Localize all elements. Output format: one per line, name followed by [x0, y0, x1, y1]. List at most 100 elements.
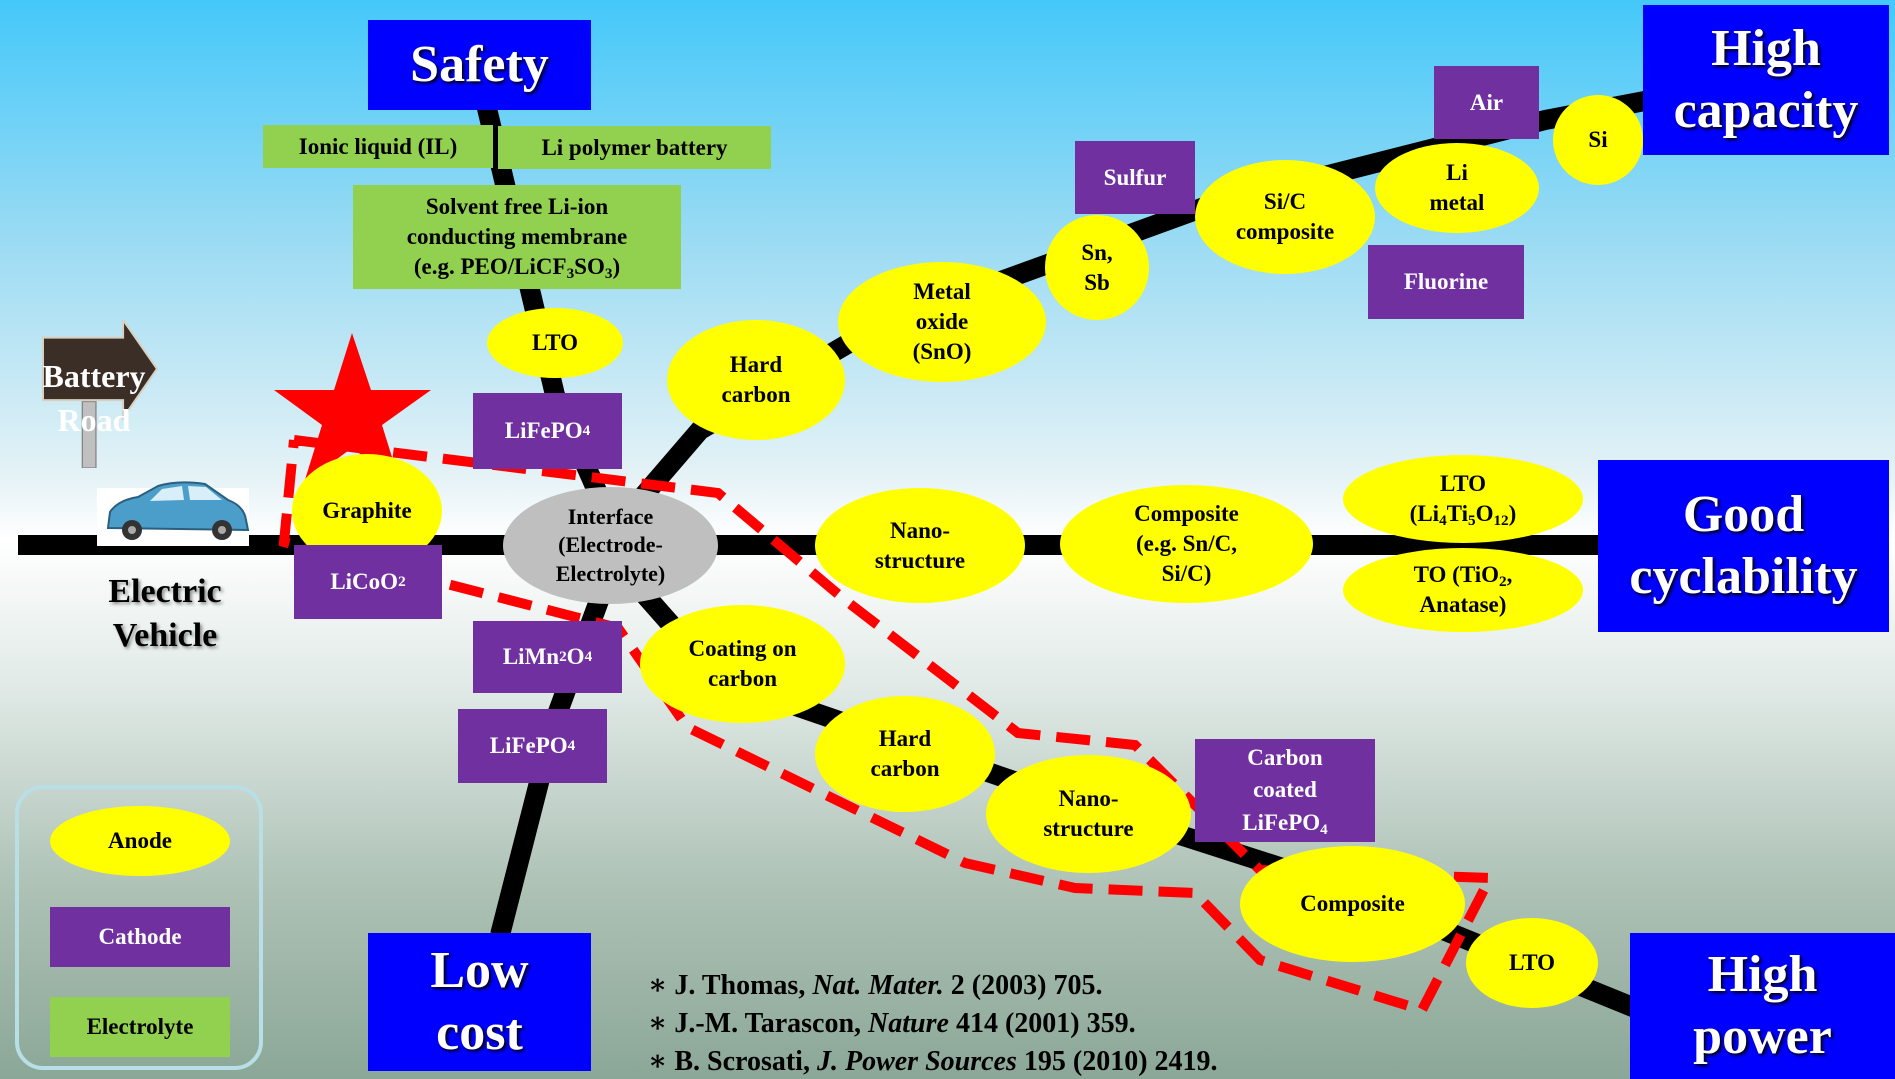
composite-mid-line2: (e.g. Sn/C, [1136, 531, 1237, 557]
membrane-line1: Solvent free Li-ion [425, 194, 609, 220]
metal-oxide-line2: oxide [915, 309, 969, 335]
goal-low-cost-line1: Low [430, 941, 529, 999]
cathode-air: Air [1434, 66, 1539, 139]
ev-label-line1: Electric [108, 573, 222, 610]
anode-si-c: Si/C composite [1195, 160, 1375, 274]
anode-nano-mid: Nano- structure [815, 488, 1025, 603]
interface-node: Interface (Electrode- Electrolyte) [503, 487, 718, 604]
si-c-line2: composite [1235, 219, 1335, 244]
electrolyte-membrane: Solvent free Li-ion conducting membrane … [353, 185, 681, 289]
nano-low-line2: structure [1043, 816, 1134, 841]
hard-carbon-low-line1: Hard [878, 726, 932, 752]
to-mid-line2: Anatase) [1419, 592, 1507, 617]
cathode-air-label: Air [1469, 89, 1504, 115]
sign-label-line1: Battery [42, 358, 146, 394]
cathode-sulfur: Sulfur [1075, 141, 1195, 214]
reference-3: ∗ B. Scrosati, J. Power Sources 195 (201… [648, 1046, 1218, 1077]
interface-line2: (Electrode- [558, 532, 663, 558]
star-icon [274, 333, 431, 483]
carbon-coated-line3: LiFePO4 [1242, 809, 1328, 838]
si-c-line1: Si/C [1263, 189, 1307, 215]
metal-oxide-line1: Metal [913, 279, 971, 305]
goal-low-cost: Low cost [368, 933, 591, 1071]
cathode-fluorine-label: Fluorine [1403, 269, 1489, 295]
goal-high-capacity-line2: capacity [1673, 82, 1859, 139]
composite-mid-line3: Si/C) [1161, 560, 1212, 586]
nano-mid-line2: structure [874, 547, 966, 573]
anode-li-metal: Li metal [1375, 143, 1539, 233]
goal-safety-label: Safety [410, 35, 549, 93]
sn-sb-line2: Sb [1084, 269, 1110, 295]
car-icon [97, 481, 250, 546]
lto-mid-line2: (Li4Ti5O12) [1409, 501, 1517, 529]
anode-lto-top: LTO [487, 308, 623, 378]
legend [15, 785, 263, 1070]
goal-safety: Safety [368, 20, 591, 110]
anode-lto-low-label: LTO [1508, 950, 1556, 976]
legend-anode-label: Anode [108, 828, 172, 854]
goal-good-cyclability-line1: Good [1682, 485, 1805, 543]
electric-vehicle-label: Electric Vehicle [95, 570, 235, 657]
anode-si: Si [1553, 95, 1643, 185]
composite-mid-line1: Composite [1134, 501, 1239, 527]
ev-label-line2: Vehicle [112, 616, 218, 654]
cathode-carbon-coated: Carbon coated LiFePO4 [1195, 739, 1375, 842]
to-mid-line1: TO (TiO2, [1413, 562, 1513, 590]
anode-hard-carbon-up: Hard carbon [667, 320, 845, 440]
legend-cathode-label: Cathode [98, 924, 182, 950]
legend-anode: Anode [50, 806, 230, 876]
anode-si-label: Si [1588, 127, 1608, 153]
interface-line1: Interface [567, 503, 654, 529]
goal-high-power-line1: High [1707, 945, 1818, 1003]
reference-2: ∗ J.-M. Tarascon, Nature 414 (2001) 359. [648, 1008, 1136, 1039]
interface-line3: Electrolyte) [555, 560, 666, 586]
metal-oxide-line3: (SnO) [912, 338, 972, 364]
goal-good-cyclability-line2: cyclability [1629, 548, 1858, 605]
sn-sb-line1: Sn, [1081, 239, 1113, 265]
reference-1: ∗ J. Thomas, Nat. Mater. 2 (2003) 705. [648, 970, 1103, 1001]
hard-carbon-low-line2: carbon [870, 756, 940, 781]
lto-mid-line1: LTO [1439, 471, 1487, 497]
goal-high-power-line2: power [1693, 1008, 1832, 1065]
anode-metal-oxide: Metal oxide (SnO) [838, 262, 1046, 382]
nano-mid-line1: Nano- [889, 517, 951, 543]
legend-electrolyte: Electrolyte [50, 997, 230, 1057]
anode-composite-low: Composite [1240, 846, 1465, 962]
anode-graphite-label: Graphite [322, 498, 412, 524]
electrolyte-li-polymer: Li polymer battery [498, 126, 771, 169]
nano-low-line1: Nano- [1058, 786, 1119, 812]
membrane-line3: (e.g. PEO/LiCF3SO3) [413, 253, 621, 282]
goal-good-cyclability: Good cyclability [1598, 460, 1889, 632]
legend-electrolyte-label: Electrolyte [86, 1014, 194, 1040]
signpost-icon [41, 320, 159, 468]
electrolyte-ionic-liquid-label: Ionic liquid (IL) [298, 133, 458, 159]
goal-high-capacity-line1: High [1711, 19, 1821, 77]
carbon-coated-line2: coated [1253, 777, 1317, 803]
electrolyte-ionic-liquid: Ionic liquid (IL) [263, 125, 493, 168]
cathode-sulfur-label: Sulfur [1103, 164, 1167, 190]
anode-coating-on-carbon: Coating on carbon [640, 605, 845, 723]
hard-carbon-up-line1: Hard [729, 352, 783, 378]
anode-composite-low-label: Composite [1300, 891, 1405, 917]
hard-carbon-up-line2: carbon [721, 382, 791, 407]
membrane-line2: conducting membrane [406, 224, 628, 250]
anode-lto-mid: LTO (Li4Ti5O12) [1343, 455, 1583, 543]
anode-to-mid: TO (TiO2, Anatase) [1343, 548, 1583, 632]
electrolyte-li-polymer-label: Li polymer battery [541, 134, 728, 160]
sign-label-line2: Road [57, 402, 131, 438]
goal-high-capacity: High capacity [1643, 5, 1889, 155]
coating-line1: Coating on [688, 636, 797, 662]
cathode-fluorine: Fluorine [1368, 245, 1524, 319]
anode-lto-top-label: LTO [531, 330, 579, 356]
anode-lto-low: LTO [1466, 918, 1598, 1008]
li-metal-line2: metal [1429, 190, 1485, 215]
anode-nano-low: Nano- structure [986, 755, 1191, 873]
goal-high-power: High power [1630, 933, 1895, 1079]
legend-cathode: Cathode [50, 907, 230, 967]
goal-low-cost-line2: cost [436, 1004, 523, 1061]
li-metal-line1: Li [1446, 160, 1468, 186]
